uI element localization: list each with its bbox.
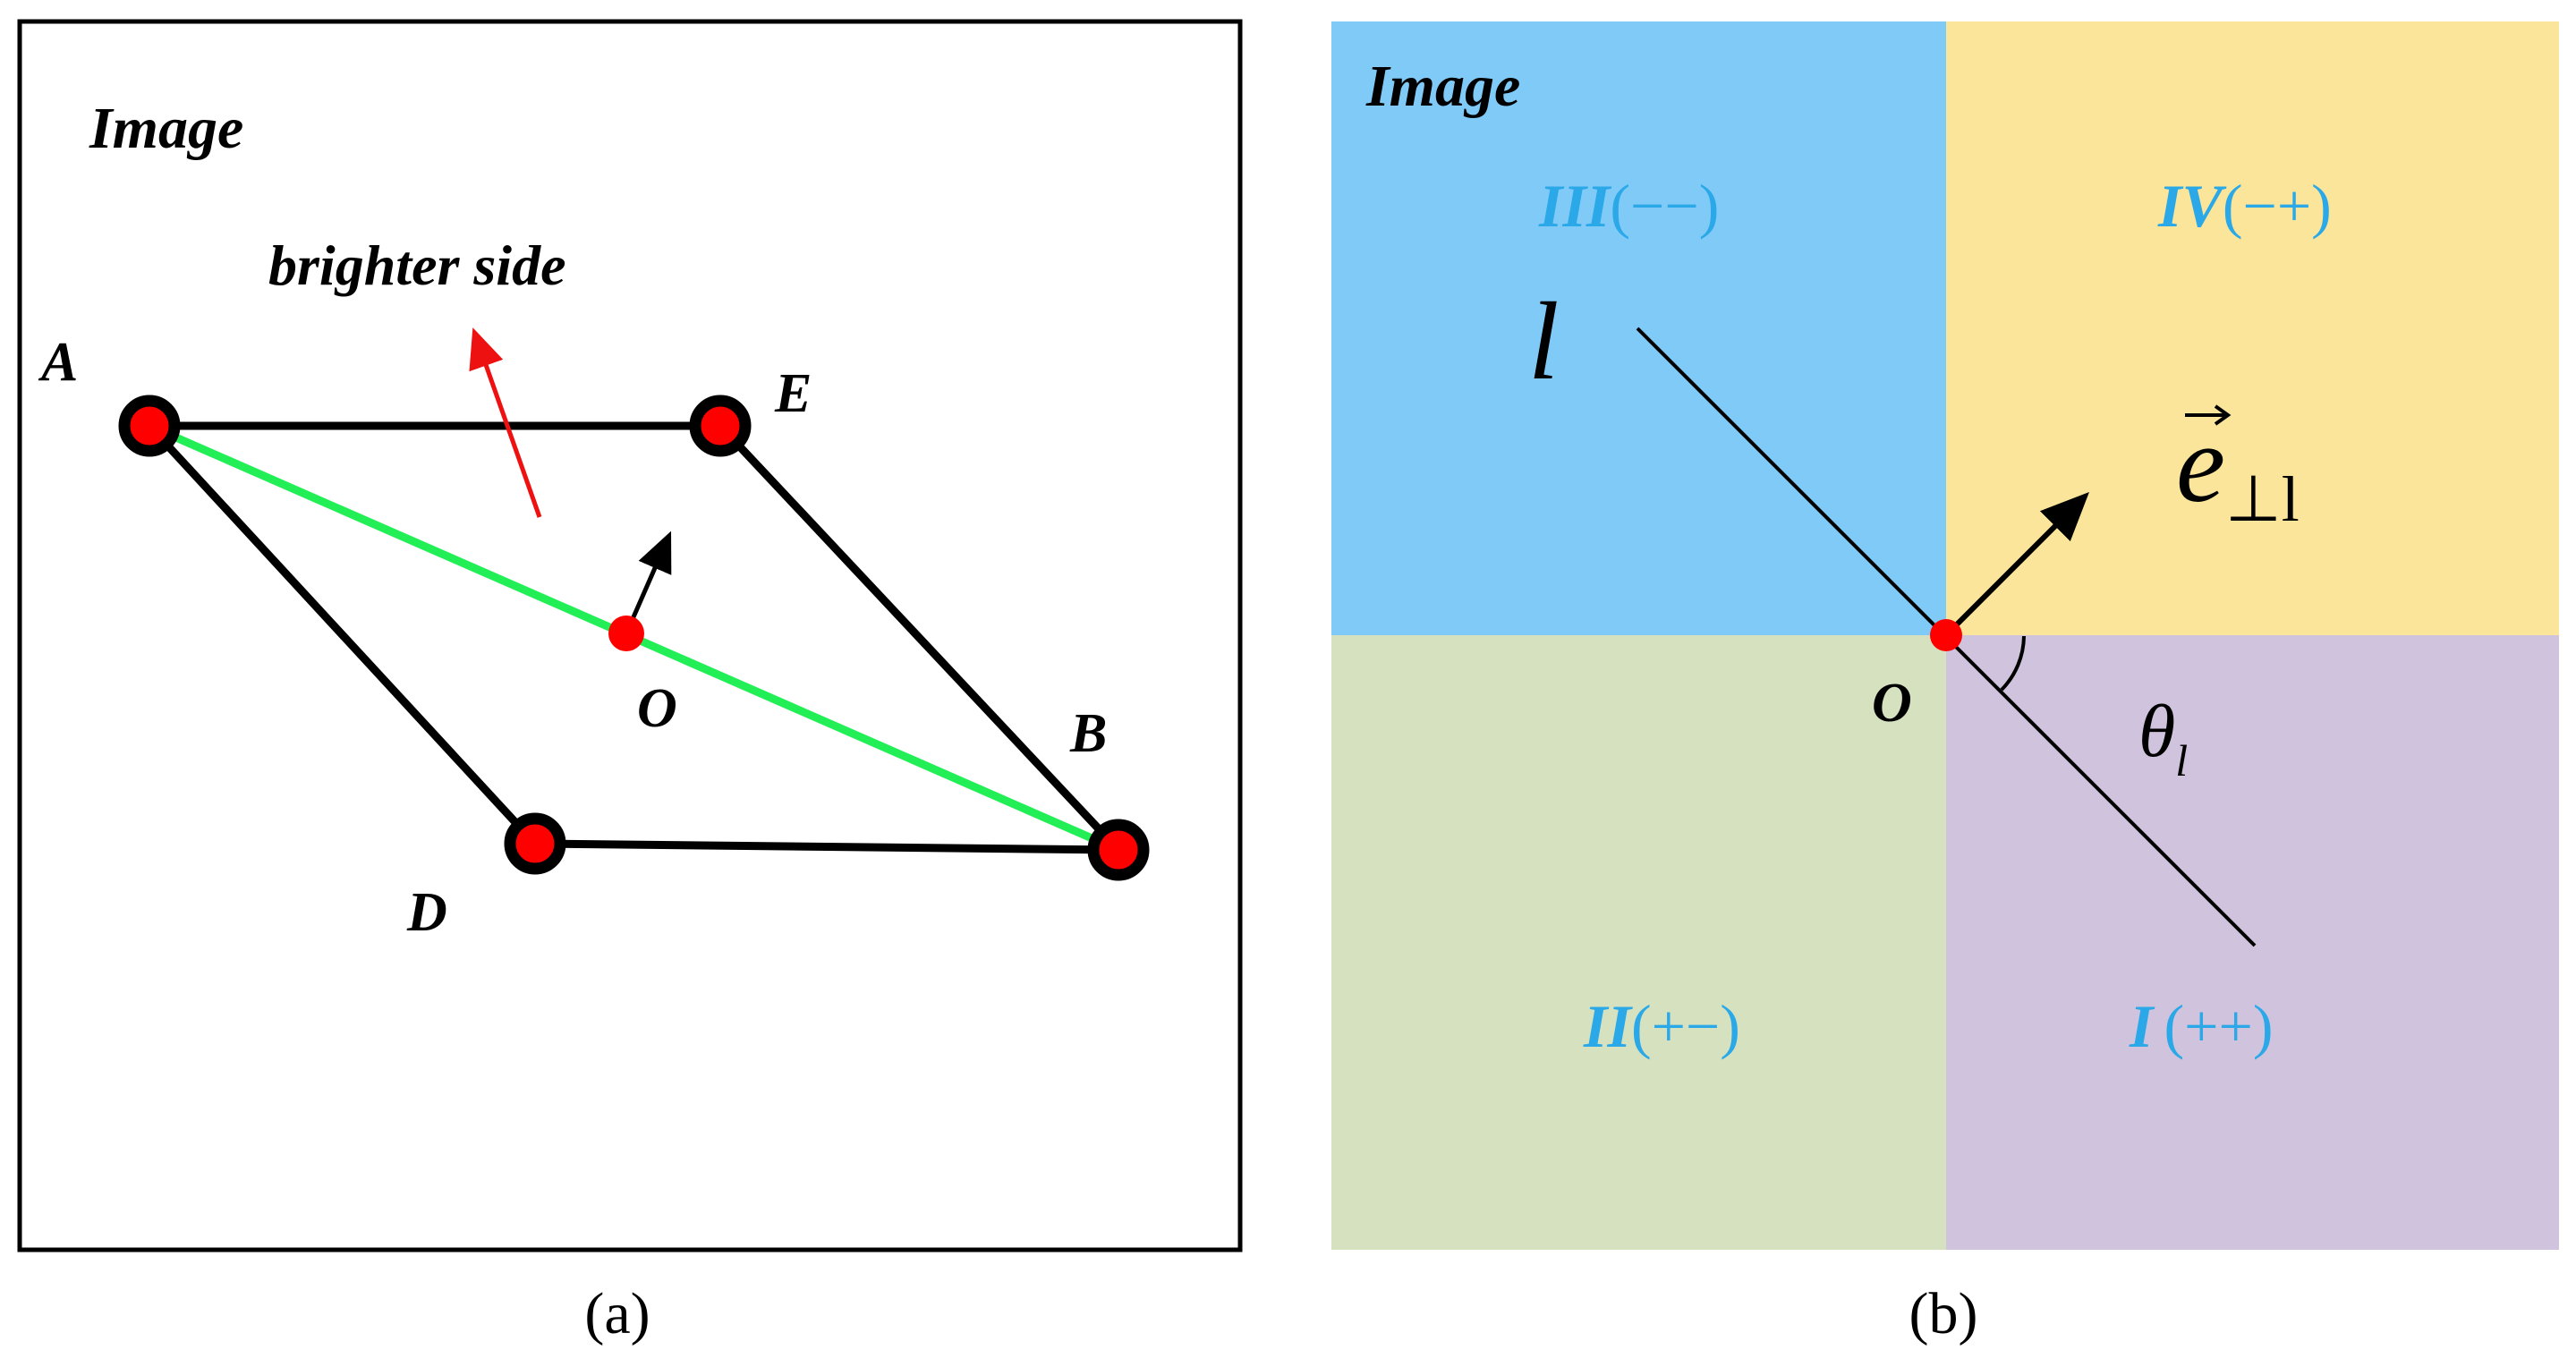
label-a: A <box>38 332 78 393</box>
quadrant-i-label: I(++) <box>2129 992 2273 1060</box>
panel-a: Image brighter side A E B D O (a) <box>17 19 1243 1346</box>
label-o-a: O <box>637 678 677 739</box>
brighter-side-arrow <box>469 327 542 518</box>
vector-subscript: ⊥l <box>2225 463 2300 535</box>
label-e: E <box>774 363 812 424</box>
quadrant-iv-signs: (−+) <box>2223 172 2332 240</box>
vertex-e <box>689 395 752 457</box>
edge-d-a <box>145 421 540 848</box>
label-b: B <box>1069 703 1107 764</box>
angle-label: θl <box>2138 690 2188 785</box>
quadrant-iii-signs: (−−) <box>1610 172 1719 240</box>
edge-b-d <box>531 839 1123 854</box>
quadrant-iii-label: III(−−) <box>1538 172 1719 240</box>
quadrant-iv-numeral: IV <box>2157 172 2226 240</box>
angle-symbol: θ <box>2138 690 2175 773</box>
quadrant-iii-numeral: III <box>1538 172 1612 240</box>
vertex-a <box>118 395 181 457</box>
vector-overarrow-icon <box>2185 404 2232 426</box>
caption-b: (b) <box>1909 1281 1978 1346</box>
midpoint-o <box>608 616 644 651</box>
quadrant-ii-numeral: II <box>1583 992 1633 1060</box>
panel-b: Image III(−−) IV(−+) II(+−) I(++) l e⊥l <box>1331 21 2559 1346</box>
quadrant-iv-label: IV(−+) <box>2157 172 2332 240</box>
panel-b-image-label: Image <box>1365 54 1520 119</box>
vector-label: e⊥l <box>2176 403 2300 535</box>
origin-label: O <box>1872 673 1912 734</box>
normal-vector-arrow <box>1943 492 2089 638</box>
edge-e-b <box>716 421 1123 854</box>
quadrant-ii-area <box>1331 635 1946 1250</box>
quadrant-i-numeral: I <box>2129 992 2155 1060</box>
vertex-markers <box>118 395 1150 881</box>
brighter-side-label: brighter side <box>268 233 565 297</box>
angle-subscript: l <box>2175 735 2188 785</box>
label-d: D <box>406 882 447 943</box>
origin-point <box>1930 619 1962 651</box>
vertex-d <box>504 812 566 875</box>
parallelogram-edges <box>145 421 1123 854</box>
caption-a: (a) <box>584 1281 650 1346</box>
quadrant-ii-label: II(+−) <box>1583 992 1740 1060</box>
panel-a-image-label: Image <box>89 96 243 161</box>
quadrant-ii-signs: (+−) <box>1631 992 1740 1060</box>
line-l-label: l <box>1528 280 1559 403</box>
angle-arc <box>2000 635 2026 692</box>
quadrant-i-signs: (++) <box>2164 992 2273 1060</box>
vertex-b <box>1087 819 1150 881</box>
